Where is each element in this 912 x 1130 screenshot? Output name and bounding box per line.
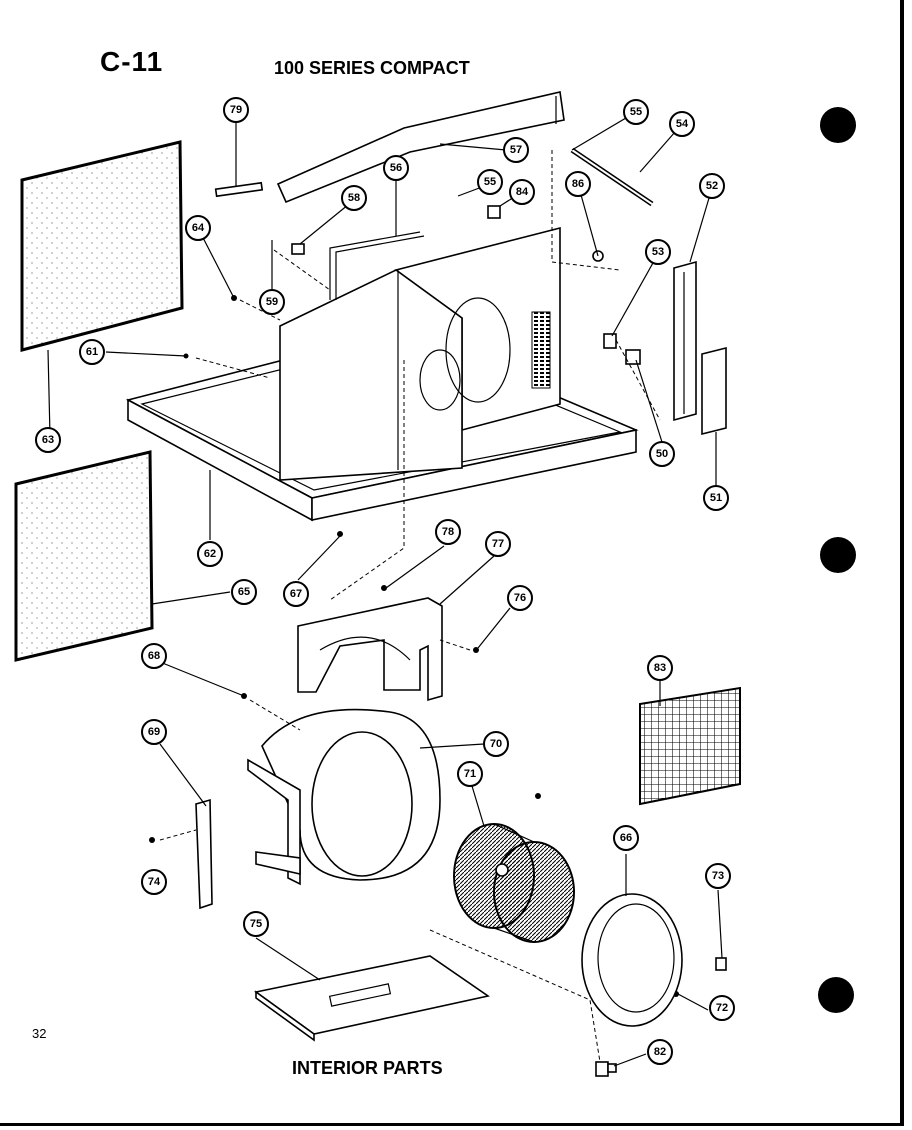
callout-label: 82 xyxy=(654,1046,666,1058)
orifice-ring xyxy=(581,893,683,1027)
callout-69: 69 xyxy=(141,719,167,745)
callout-79: 79 xyxy=(223,97,249,123)
callout-label: 74 xyxy=(148,876,161,888)
callout-label: 71 xyxy=(464,768,476,780)
callout-63: 63 xyxy=(35,427,61,453)
callout-label: 58 xyxy=(348,192,360,204)
callout-64: 64 xyxy=(185,215,211,241)
callout-51: 51 xyxy=(703,485,729,511)
section-caption: INTERIOR PARTS xyxy=(292,1058,443,1078)
binder-hole-middle xyxy=(820,537,856,573)
callout-label: 51 xyxy=(710,492,722,504)
binder-hole-top xyxy=(820,107,856,143)
side-brackets xyxy=(673,260,727,436)
callout-label: 72 xyxy=(716,1002,728,1014)
callout-62: 62 xyxy=(197,541,223,567)
sheet-id: C-11 xyxy=(100,46,164,77)
callout-label: 65 xyxy=(238,586,250,598)
callout-label: 55 xyxy=(630,106,642,118)
callout-83: 83 xyxy=(647,655,673,681)
assembly-guide-lines xyxy=(159,150,661,1063)
callout-53: 53 xyxy=(645,239,671,265)
divider-panel xyxy=(279,226,561,481)
callout-label: 68 xyxy=(148,650,160,662)
callout-52: 52 xyxy=(699,173,725,199)
callout-82: 82 xyxy=(647,1039,673,1065)
page-title: 100 SERIES COMPACT xyxy=(274,58,470,78)
callout-54: 54 xyxy=(669,111,695,137)
callout-71: 71 xyxy=(457,761,483,787)
callout-68: 68 xyxy=(141,643,167,669)
callout-66: 66 xyxy=(613,825,639,851)
callout-label: 78 xyxy=(442,526,454,538)
callout-65: 65 xyxy=(231,579,257,605)
top-rail xyxy=(214,91,565,204)
clip-part xyxy=(595,1061,617,1077)
callout-label: 69 xyxy=(148,726,160,738)
binder-hole-bottom xyxy=(818,977,854,1013)
callout-72: 72 xyxy=(709,995,735,1021)
callout-label: 56 xyxy=(390,162,402,174)
callout-label: 76 xyxy=(514,592,526,604)
side-panel-lower xyxy=(14,450,154,662)
callout-label: 67 xyxy=(290,588,302,600)
callout-label: 62 xyxy=(204,548,216,560)
small-hardware xyxy=(149,205,727,997)
callout-label: 70 xyxy=(490,738,502,750)
callout-label: 57 xyxy=(510,144,522,156)
callout-label: 61 xyxy=(86,346,98,358)
callout-label: 64 xyxy=(192,222,205,234)
side-panel-upper xyxy=(20,140,184,352)
callout-label: 55 xyxy=(484,176,496,188)
callout-label: 77 xyxy=(492,538,504,550)
callout-label: 75 xyxy=(250,918,262,930)
callout-55: 55 xyxy=(477,169,503,195)
callout-67: 67 xyxy=(283,581,309,607)
callout-label: 84 xyxy=(516,186,529,198)
callout-label: 59 xyxy=(266,296,278,308)
callout-50: 50 xyxy=(649,441,675,467)
callout-73: 73 xyxy=(705,863,731,889)
callout-70: 70 xyxy=(483,731,509,757)
callout-78: 78 xyxy=(435,519,461,545)
callout-58: 58 xyxy=(341,185,367,211)
blower-wheel xyxy=(453,823,575,943)
callout-label: 54 xyxy=(676,118,689,130)
shroud-bracket xyxy=(297,597,443,702)
callout-74: 74 xyxy=(141,869,167,895)
mounting-bracket xyxy=(195,798,213,910)
base-plate xyxy=(254,955,490,1042)
callout-84: 84 xyxy=(509,179,535,205)
wire-harness xyxy=(329,231,421,300)
callout-56: 56 xyxy=(383,155,409,181)
callout-label: 66 xyxy=(620,832,632,844)
callout-59: 59 xyxy=(259,289,285,315)
callout-label: 52 xyxy=(706,180,718,192)
callout-label: 86 xyxy=(572,178,584,190)
callout-57: 57 xyxy=(503,137,529,163)
callout-label: 63 xyxy=(42,434,54,446)
callout-label: 50 xyxy=(656,448,668,460)
page-number: 32 xyxy=(32,1026,47,1041)
callout-label: 53 xyxy=(652,246,664,258)
callout-76: 76 xyxy=(507,585,533,611)
callout-75: 75 xyxy=(243,911,269,937)
fan-scroll xyxy=(247,708,441,886)
callout-86: 86 xyxy=(565,171,591,197)
callout-label: 79 xyxy=(230,104,242,116)
callout-label: 83 xyxy=(654,662,666,674)
callout-label: 73 xyxy=(712,870,724,882)
callout-55: 55 xyxy=(623,99,649,125)
callout-61: 61 xyxy=(79,339,105,365)
filter-screen xyxy=(639,686,741,806)
callout-77: 77 xyxy=(485,531,511,557)
callout-bubbles: 79 57 55 54 56 55 84 86 52 58 64 59 53 61 63 50 51 62 65 67… xyxy=(35,97,735,1065)
